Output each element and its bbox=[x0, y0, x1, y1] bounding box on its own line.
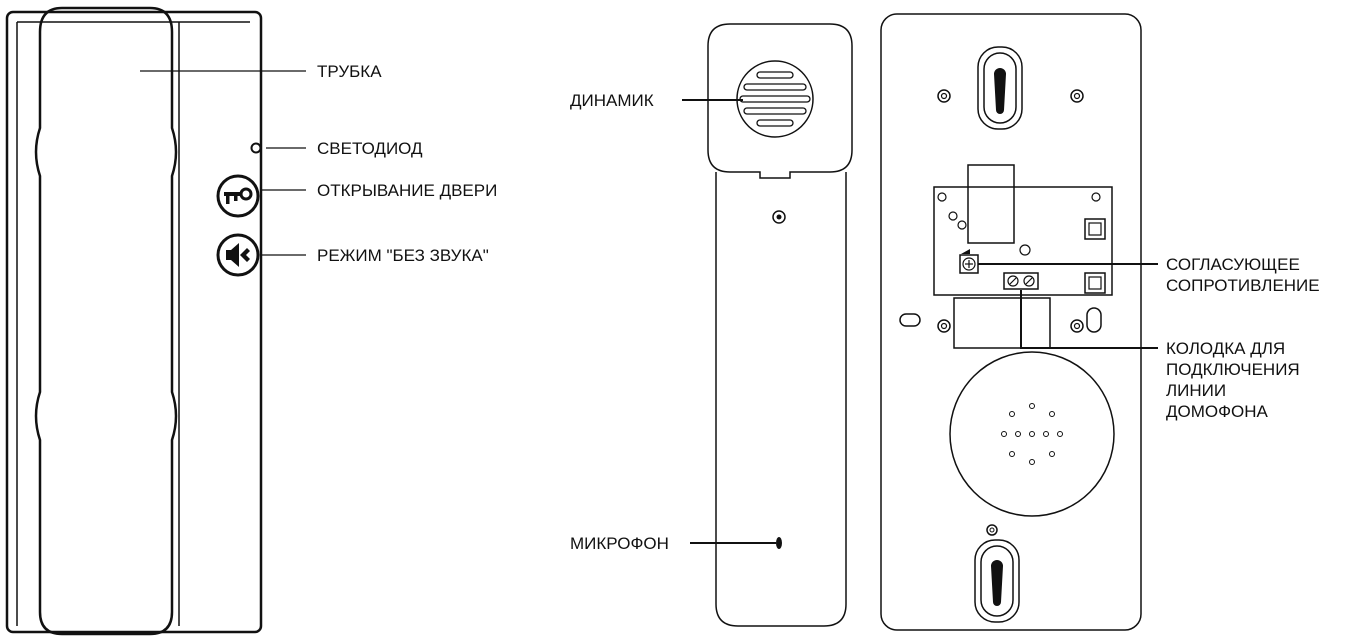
intercom-base bbox=[5, 10, 263, 634]
circuit-board bbox=[933, 164, 1113, 296]
door-open-button bbox=[216, 174, 260, 218]
intercom-front-view bbox=[5, 6, 306, 636]
label-terminal-block-line1: КОЛОДКА ДЛЯ bbox=[1166, 339, 1285, 358]
key-icon bbox=[224, 187, 253, 204]
microphone-hole bbox=[776, 537, 782, 549]
speaker-grille bbox=[736, 60, 814, 138]
label-door-open: ОТКРЫВАНИЕ ДВЕРИ bbox=[317, 181, 497, 200]
top-keyhole-mount bbox=[977, 46, 1023, 130]
handset-front bbox=[34, 6, 178, 636]
label-matching-resistor-line1: СОГЛАСУЮЩЕЕ bbox=[1166, 255, 1300, 274]
base-back-view bbox=[880, 13, 1158, 631]
label-handset: ТРУБКА bbox=[317, 62, 382, 81]
label-led: СВЕТОДИОД bbox=[317, 139, 423, 158]
terminal-block bbox=[1003, 272, 1039, 290]
rear-speaker bbox=[949, 351, 1115, 517]
label-microphone: МИКРОФОН bbox=[570, 534, 669, 553]
label-speaker: ДИНАМИК bbox=[570, 91, 654, 110]
led-indicator bbox=[250, 142, 262, 154]
label-mute-mode: РЕЖИМ "БЕЗ ЗВУКА" bbox=[317, 246, 489, 265]
label-matching-resistor-line2: СОПРОТИВЛЕНИЕ bbox=[1166, 276, 1320, 295]
label-terminal-block-line2: ПОДКЛЮЧЕНИЯ bbox=[1166, 360, 1300, 379]
mute-button bbox=[216, 233, 260, 277]
bottom-keyhole-mount bbox=[974, 539, 1020, 623]
label-terminal-block-line3: ЛИНИИ bbox=[1166, 381, 1226, 400]
label-terminal-block-line4: ДОМОФОНА bbox=[1166, 402, 1269, 421]
handset-side-view bbox=[682, 23, 853, 627]
speaker-mute-icon bbox=[226, 243, 250, 267]
